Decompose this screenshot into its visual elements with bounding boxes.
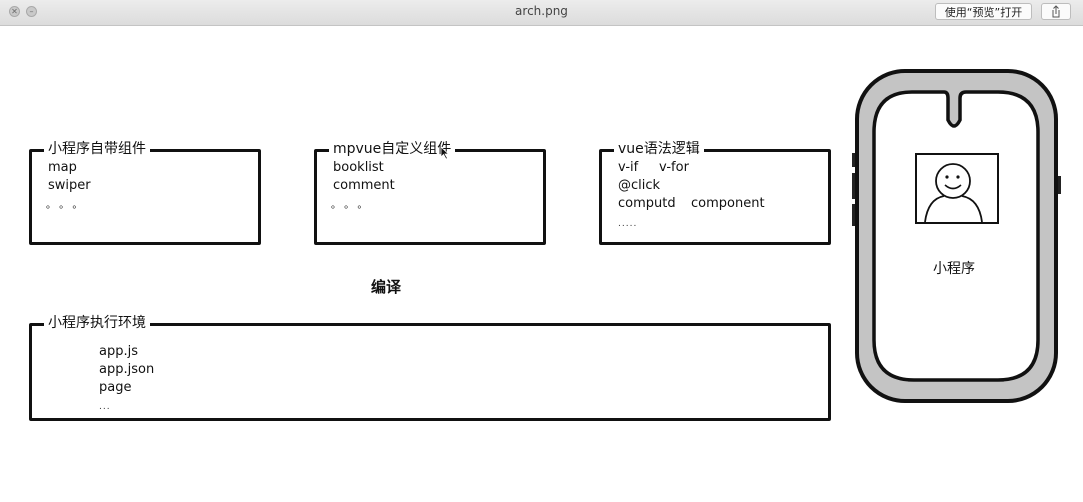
list-item: computd [618,196,676,211]
vue-logic-box: vue语法逻辑 v-if v-for @click computd compon… [599,141,831,245]
list-item: v-for [659,160,689,175]
list-item: comment [333,178,395,193]
list-item: @click [618,178,661,193]
share-button[interactable] [1041,3,1071,20]
list-item: page [99,380,132,395]
list-item: app.js [99,344,138,359]
phone-screen [872,90,1040,382]
mpvue-components-title: mpvue自定义组件 [329,141,456,158]
list-item-ellipsis: ..... [618,219,638,229]
phone-label: 小程序 [933,261,975,277]
phone-illustration [852,69,1061,403]
smiley-face-icon [924,163,983,223]
list-item-ellipsis: 。 。 。 [331,200,368,211]
builtin-components-box: 小程序自带组件 map swiper 。 。 。 [29,141,261,245]
mpvue-components-box: mpvue自定义组件 booklist comment 。 。 。 [314,141,546,245]
builtin-components-title: 小程序自带组件 [44,141,150,158]
list-item-ellipsis: ... [99,402,111,412]
list-item: component [691,196,765,211]
list-item: swiper [48,178,91,193]
open-with-preview-button[interactable]: 使用“预览”打开 [935,3,1032,20]
list-item: map [48,160,77,175]
phone-side-button [852,204,857,226]
minimize-window-icon[interactable]: – [26,6,37,17]
share-icon [1052,5,1060,18]
list-item: v-if [618,160,639,175]
vue-logic-title: vue语法逻辑 [614,141,704,158]
list-item-ellipsis: 。 。 。 [46,200,83,211]
list-item: booklist [333,160,384,175]
window-titlebar: ✕ – arch.png 使用“预览”打开 [0,0,1083,26]
runtime-environment-title: 小程序执行环境 [44,315,150,332]
phone-side-button [852,173,857,199]
phone-side-button [1056,176,1061,194]
compile-label: 编译 [371,278,402,296]
window-title: arch.png [515,4,568,18]
mouse-pointer-icon [440,146,450,160]
phone-side-button [852,153,857,167]
close-window-icon[interactable]: ✕ [9,6,20,17]
list-item: app.json [99,362,155,377]
runtime-environment-box: 小程序执行环境 app.js app.json page ... [29,315,831,421]
